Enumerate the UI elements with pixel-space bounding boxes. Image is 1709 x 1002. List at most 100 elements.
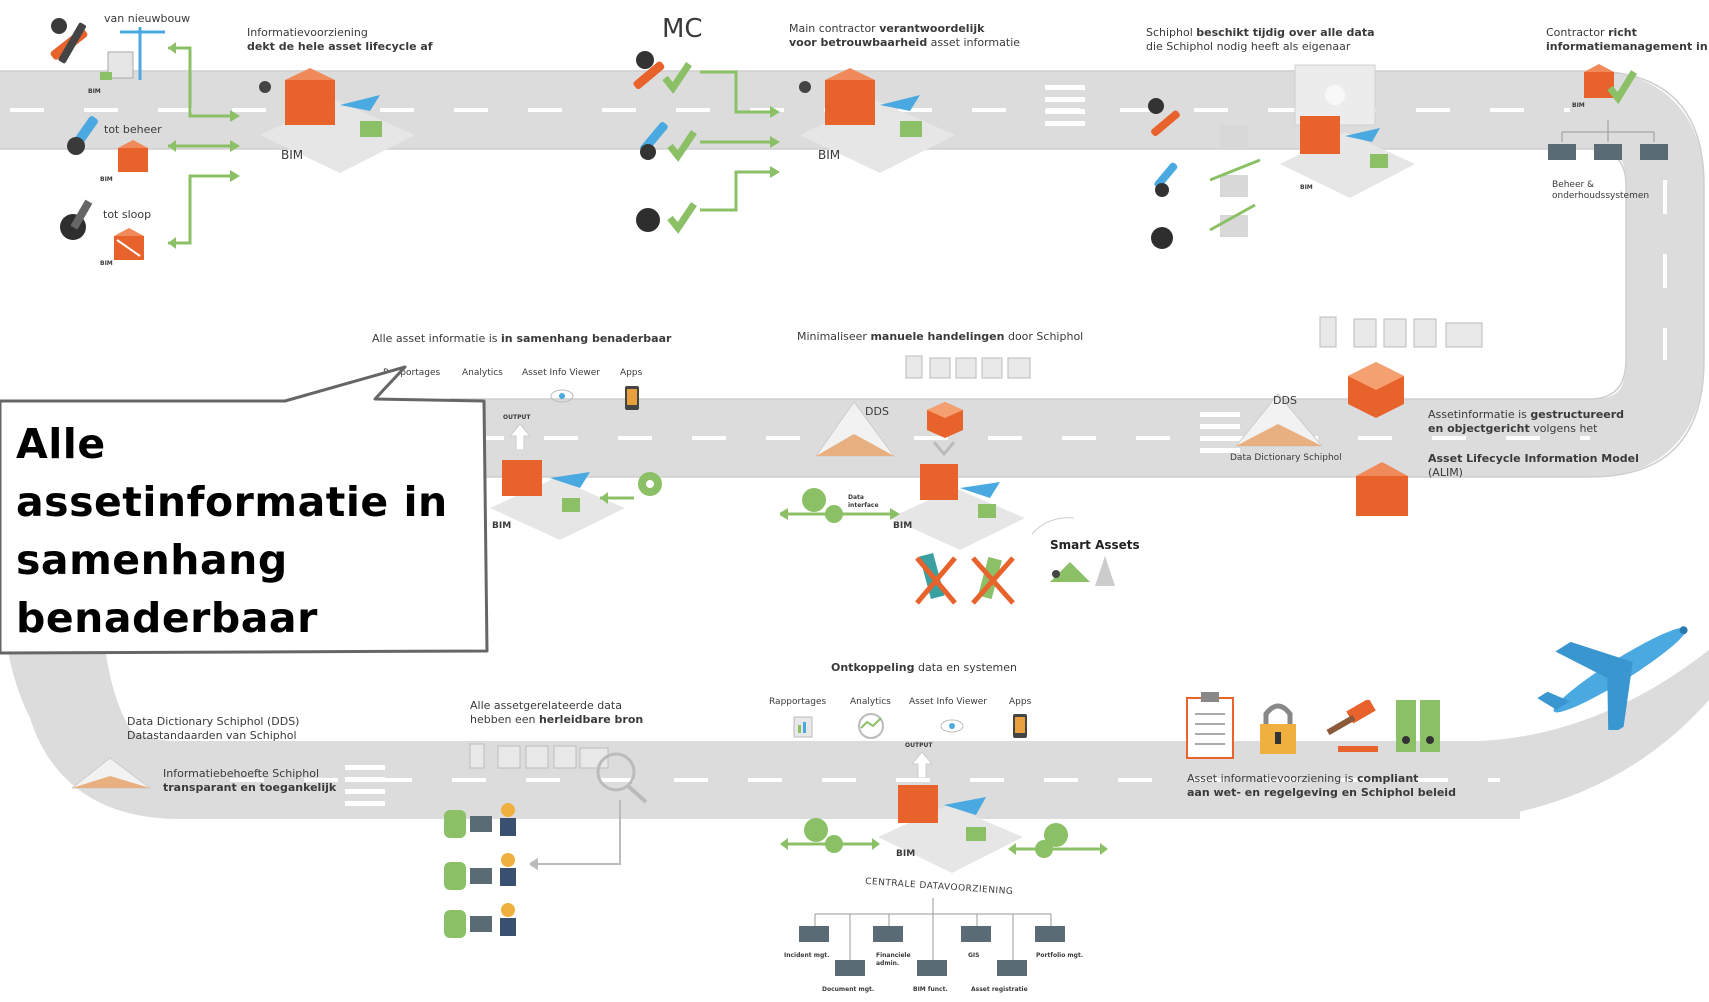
mc-tools-check-1	[625, 40, 695, 100]
source-connector	[530, 800, 621, 870]
bim-label-hub-5: BIM	[893, 521, 913, 531]
ok-label-apps: Apps	[1009, 697, 1032, 707]
ontkoppeling-title: Ontkoppeling data en systemen	[831, 661, 1017, 675]
ct-line1-pre: Contractor	[1546, 26, 1609, 39]
eye-icon-2	[940, 718, 964, 733]
label-tot-beheer: tot beheer	[104, 123, 162, 136]
sh-label-rapportages: Rapportages	[383, 368, 441, 378]
eye-icon	[550, 388, 574, 403]
ok-label-rapportages: Rapportages	[769, 697, 827, 707]
mn-post: door Schiphol	[1004, 330, 1084, 343]
mc-line1-bold: verantwoordelijk	[879, 22, 985, 35]
sh-output-label: OUTPUT	[503, 414, 531, 421]
docs-magnifier-icon	[468, 742, 668, 812]
documents-icon	[904, 354, 1034, 384]
bim-label-hub-3: BIM	[1300, 184, 1313, 191]
contractor-systems-icon	[1548, 120, 1668, 160]
bl-dds2: Datastandaarden van Schiphol	[127, 729, 297, 742]
output-arrow-icon-2	[910, 751, 934, 779]
alim-cube-icon	[1346, 360, 1406, 420]
checklist-icon	[1185, 692, 1237, 762]
sd-tools-3	[1148, 214, 1188, 254]
bl-need1: Informatiebehoefte Schiphol	[163, 767, 320, 780]
alim-model-text: Asset Lifecycle Information Model(ALIM)	[1428, 452, 1639, 480]
ct-line2-bold: informatiemanagement in	[1546, 40, 1708, 53]
phone-icon	[622, 384, 644, 416]
alim-line3-bold: Asset Lifecycle Information Model	[1428, 452, 1639, 465]
cp-line2-bold: aan wet- en regelgeving en Schiphol bele…	[1187, 786, 1456, 799]
mn-pre: Minimaliseer	[797, 330, 871, 343]
label-bim-2: BIM	[100, 176, 113, 183]
bim-label-hub-6: BIM	[896, 849, 916, 859]
bim-hub-5	[880, 458, 1030, 553]
mc-line2-post: asset informatie	[927, 36, 1021, 49]
lock-icon	[1258, 700, 1298, 756]
bl-source2-pre: hebben een	[470, 713, 539, 726]
label-bim-1: BIM	[88, 88, 101, 95]
bim-label-hub-4: BIM	[492, 521, 512, 531]
bim-label-hub-1: BIM	[281, 148, 304, 162]
down-arrow-icon	[932, 440, 956, 460]
cp-line1-pre: Asset informatievoorziening is	[1187, 772, 1357, 785]
wrench-icon	[58, 110, 108, 160]
mn-dds-label: DDS	[865, 405, 889, 418]
callout-text: Alle assetinformatie in samenhang benade…	[16, 420, 448, 642]
hammer-wrench-icon	[44, 14, 104, 74]
sd-line2: die Schiphol nodig heeft als eigenaar	[1146, 40, 1351, 53]
smart-assets-label: Smart Assets	[1050, 538, 1140, 552]
ok-post: data en systemen	[914, 661, 1017, 674]
mc-tools-check-2	[630, 112, 700, 172]
binders-icon	[1392, 696, 1448, 756]
contractor-house-check-icon	[1580, 62, 1640, 107]
gear-icon	[600, 468, 670, 508]
mc-arrows	[700, 70, 780, 212]
info-line-1: Informatievoorziening	[247, 26, 368, 39]
contractor-systems-label: Beheer & onderhoudssystemen	[1552, 180, 1650, 201]
gear-arrows-right-icon	[1008, 815, 1108, 865]
phone-icon-2	[1010, 712, 1032, 744]
gear-arrows-icon	[778, 480, 900, 530]
airplane-icon	[1535, 610, 1705, 737]
sd-tools-1	[1142, 92, 1192, 142]
crane-building-icon	[100, 22, 170, 82]
bl-dds1: Data Dictionary Schiphol (DDS)	[127, 715, 300, 728]
report-icon	[792, 715, 816, 739]
database-users-icon	[440, 800, 530, 945]
data-interface-label: Data interface	[848, 494, 879, 509]
bim-hub-4	[480, 448, 630, 543]
smart-road-icon	[1040, 552, 1120, 588]
sh-label-analytics: Analytics	[462, 368, 503, 378]
info-line-2: dekt de hele asset lifecycle af	[247, 40, 433, 53]
double-arrows	[168, 42, 240, 249]
speech-bubble	[0, 365, 489, 655]
label-van-nieuwbouw: van nieuwbouw	[104, 12, 191, 25]
cp-line1-bold: compliant	[1356, 772, 1419, 785]
mc-line2-bold: voor betrouwbaarheid	[789, 36, 928, 49]
dds-book-icon	[815, 398, 896, 460]
sys-financiele: Financiele admin.	[876, 952, 911, 967]
ok-bold: Ontkoppeling	[831, 661, 915, 674]
sys-asset-registratie: Asset registratie	[971, 986, 1028, 993]
sd-line1-pre: Schiphol	[1146, 26, 1197, 39]
open-book-icon	[70, 752, 152, 792]
bl-need2: transparant en toegankelijk	[163, 781, 337, 794]
bim-label-contractor: BIM	[1572, 102, 1585, 109]
alim-line1: Assetinformatie is	[1428, 408, 1531, 421]
alim-line2-bold: en objectgericht	[1428, 422, 1530, 435]
alim-house-icon	[1352, 460, 1412, 520]
bim-hub-3	[1270, 100, 1420, 200]
ct-line1-bold: richt	[1608, 26, 1637, 39]
compliance-text: Asset informatievoorziening is compliant…	[1187, 772, 1456, 800]
bl-dds-text: Data Dictionary Schiphol (DDS)Datastanda…	[127, 715, 299, 743]
analytics-icon	[855, 712, 891, 742]
alim-line4: (ALIM)	[1428, 466, 1463, 479]
sh-bold: in samenhang benaderbaar	[501, 332, 672, 345]
alim-line1-bold: gestructureerd	[1530, 408, 1625, 421]
sys-document: Document mgt.	[822, 986, 875, 993]
